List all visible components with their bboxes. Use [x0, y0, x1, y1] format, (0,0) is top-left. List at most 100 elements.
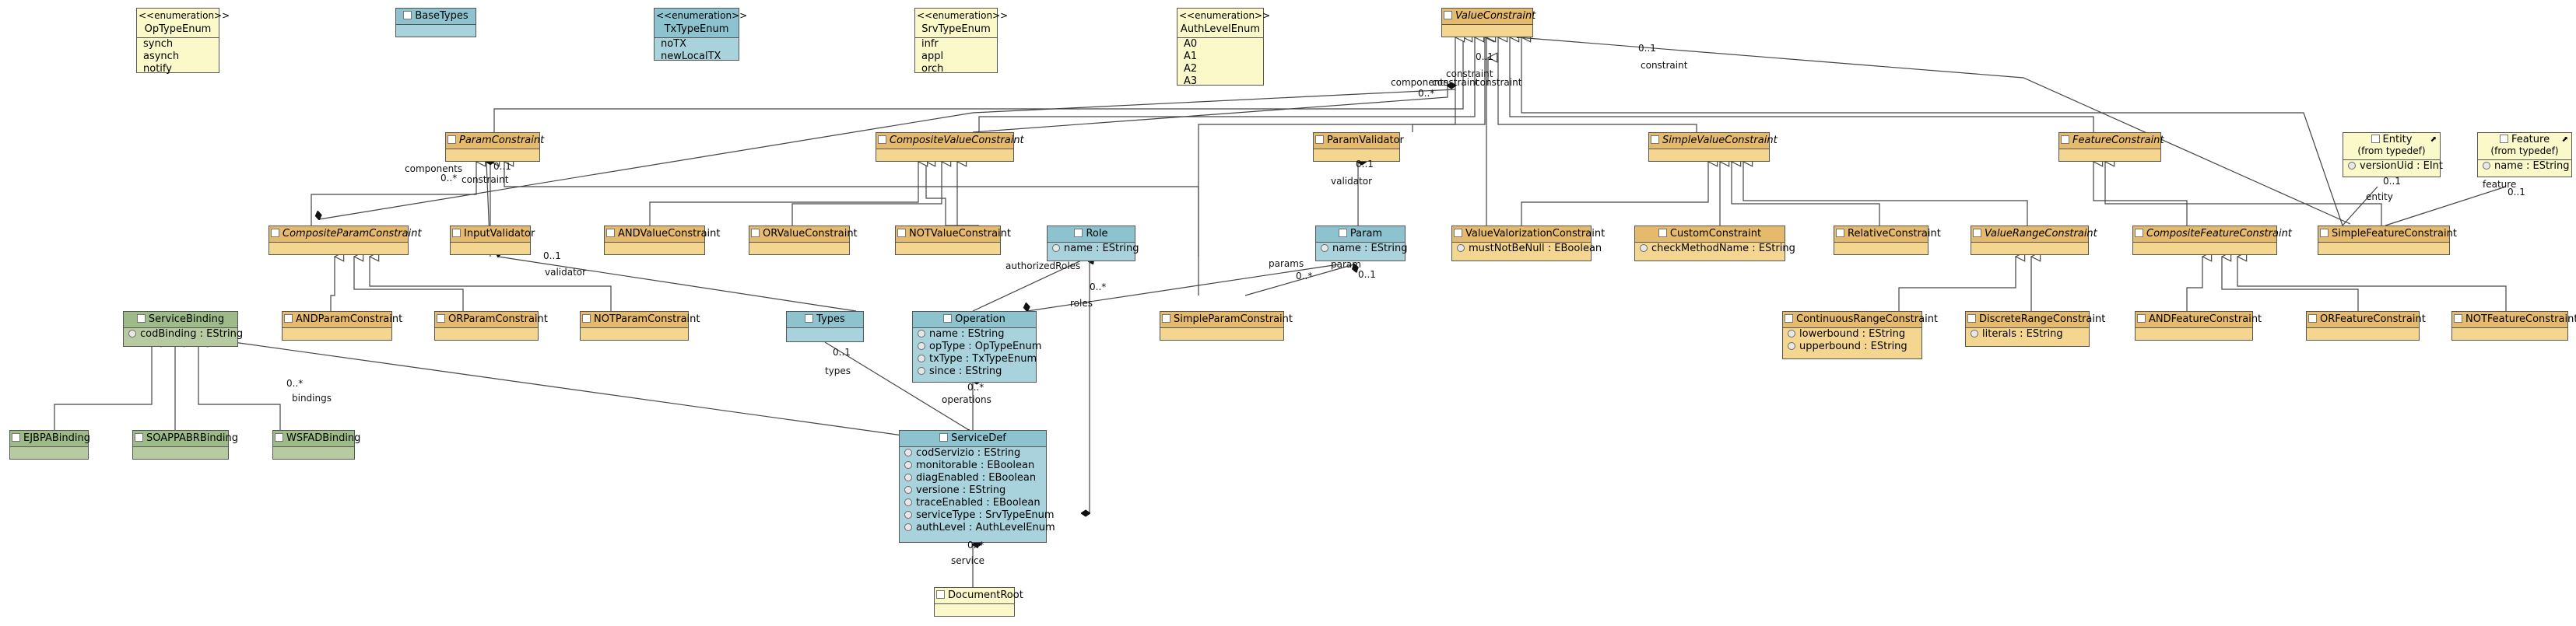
gen-line [1498, 37, 1697, 132]
class-attribute: name : EString [913, 328, 1036, 341]
class-attribute: lowerbound : EString [1783, 328, 1921, 341]
multiplicity-label: 0..* [1090, 282, 1107, 292]
assoc-line [319, 89, 1456, 219]
class-or-feature-constraint[interactable]: ORFeatureConstraint [2306, 311, 2426, 341]
class-types[interactable]: Types [786, 311, 864, 342]
attribute-visibility-icon [128, 330, 136, 337]
enum-name: SrvTypeEnum [915, 22, 997, 38]
class-composite-value-constraint[interactable]: CompositeValueConstraint [876, 132, 1024, 162]
enum-srv-type[interactable]: <<enumeration>> SrvTypeEnum infr appl or… [914, 8, 1008, 75]
role-label: params [1269, 258, 1304, 269]
enum-literal: orch [921, 63, 944, 75]
class-name: Types [816, 313, 845, 325]
class-document-root[interactable]: DocumentRoot [934, 587, 1023, 617]
enum-op-type[interactable]: <<enumeration>> OpTypeEnum synch asynch … [136, 8, 230, 75]
class-attribute: mustNotBeNull : EBoolean [1452, 243, 1602, 255]
role-label: constraint [1446, 68, 1493, 79]
attribute-visibility-icon [918, 342, 925, 350]
class-value-valorization-constraint[interactable]: ValueValorizationConstraint mustNotBeNul… [1451, 226, 1605, 261]
class-entity[interactable]: Entity⬈(from typedef) versionUid : EInt [2343, 132, 2443, 177]
class-continuous-range-constraint[interactable]: ContinuousRangeConstraint lowerbound : E… [1782, 311, 1938, 359]
class-value-range-constraint[interactable]: ValueRangeConstraint [1971, 226, 2097, 255]
class-param-validator[interactable]: ParamValidator [1313, 132, 1404, 162]
class-composite-param-constraint[interactable]: CompositeParamConstraint [268, 226, 422, 255]
class-name: FeatureConstraint [2072, 135, 2164, 146]
class-name: SimpleParamConstraint [1174, 313, 1293, 325]
class-icon [805, 314, 814, 323]
class-feature-constraint[interactable]: FeatureConstraint [2058, 132, 2164, 162]
class-param-constraint[interactable]: ParamConstraint [445, 132, 544, 162]
class-icon [1444, 11, 1452, 19]
class-base-types[interactable]: BaseTypes [395, 8, 476, 37]
class-relative-constraint[interactable]: RelativeConstraint [1834, 226, 1941, 255]
class-value-constraint[interactable]: ValueConstraint [1441, 8, 1535, 37]
enum-tx-type[interactable]: <<enumeration>> TxTypeEnum noTX newLocal… [654, 8, 747, 62]
class-wsfad-binding[interactable]: WSFADBinding [272, 430, 360, 460]
class-or-value-constraint[interactable]: ORValueConstraint [749, 226, 858, 255]
class-not-param-constraint[interactable]: NOTParamConstraint [580, 311, 700, 341]
class-name: ParamConstraint [459, 135, 545, 146]
gen-line [1743, 162, 2028, 226]
gen-line [370, 257, 612, 311]
enum-literal: infr [921, 38, 939, 50]
class-simple-param-constraint[interactable]: SimpleParamConstraint [1160, 311, 1293, 341]
class-and-value-constraint[interactable]: ANDValueConstraint [604, 226, 721, 255]
assoc-line [498, 257, 857, 312]
class-icon [1074, 229, 1083, 237]
class-discrete-range-constraint[interactable]: DiscreteRangeConstraint literals : EStri… [1965, 311, 2105, 347]
enum-literal: A2 [1184, 63, 1198, 75]
multiplicity-label: 0..1 [543, 250, 561, 261]
class-attribute: name : EString [1316, 243, 1408, 255]
class-not-feature-constraint[interactable]: NOTFeatureConstraint [2451, 311, 2576, 341]
enum-literal: asynch [143, 51, 180, 62]
class-and-feature-constraint[interactable]: ANDFeatureConstraint [2135, 311, 2262, 341]
attribute-visibility-icon [904, 511, 912, 519]
class-name: ServiceBinding [148, 313, 225, 325]
class-icon [751, 229, 760, 237]
class-icon [1967, 314, 1976, 323]
class-not-value-constraint[interactable]: NOTValueConstraint [895, 226, 1011, 255]
attribute-visibility-icon [904, 474, 912, 481]
class-icon [2135, 229, 2143, 237]
class-role[interactable]: Role name : EString [1047, 226, 1139, 261]
multiplicity-label: 0..1 [1356, 159, 1374, 170]
class-custom-constraint[interactable]: CustomConstraint checkMethodName : EStri… [1634, 226, 1795, 261]
multiplicity-label: 0..1 [493, 161, 511, 172]
enum-auth-level[interactable]: <<enumeration>> AuthLevelEnum A0 A1 A2 A… [1177, 8, 1271, 87]
attribute-visibility-icon [1788, 342, 1795, 350]
class-icon [136, 314, 146, 323]
class-soappabr-binding[interactable]: SOAPPABRBinding [132, 430, 238, 460]
class-service-def[interactable]: ServiceDef codServizio : EString monitor… [899, 430, 1055, 543]
class-simple-feature-constraint[interactable]: SimpleFeatureConstraint [2318, 226, 2457, 255]
attribute-visibility-icon [1321, 244, 1328, 252]
multiplicity-label: 0..* [967, 540, 984, 551]
multiplicity-label: 0..1 [1358, 269, 1376, 280]
class-composite-feature-constraint[interactable]: CompositeFeatureConstraint [2132, 226, 2292, 255]
class-or-param-constraint[interactable]: ORParamConstraint [434, 311, 548, 341]
enum-stereotype: <<enumeration>> [1179, 10, 1271, 21]
multiplicity-label: 0..1 [1638, 43, 1656, 54]
external-link-icon: ⬈ [2561, 135, 2568, 144]
class-operation[interactable]: Operation name : EString opType : OpType… [912, 311, 1041, 383]
class-service-binding[interactable]: ServiceBinding codBinding : EString [123, 311, 243, 347]
attribute-visibility-icon [1457, 244, 1465, 252]
class-icon [12, 433, 20, 442]
class-attribute: monitorable : EBoolean [900, 460, 1046, 472]
multiplicity-label: 0..* [967, 382, 984, 393]
class-attribute: diagEnabled : EBoolean [900, 472, 1046, 484]
gen-line [1510, 37, 2094, 132]
class-attribute: checkMethodName : EString [1635, 243, 1795, 255]
class-name: ValueRangeConstraint [1985, 228, 2097, 240]
class-ejbpa-binding[interactable]: EJBPABinding [9, 430, 90, 460]
class-param[interactable]: Param name : EString [1315, 226, 1408, 261]
class-attribute: versione : EString [900, 484, 1046, 497]
class-and-param-constraint[interactable]: ANDParamConstraint [282, 311, 402, 341]
class-name: ORParamConstraint [448, 313, 548, 325]
class-icon [1162, 314, 1170, 323]
class-simple-value-constraint[interactable]: SimpleValueConstraint [1648, 132, 1778, 162]
class-name: ParamValidator [1327, 135, 1404, 146]
class-icon [437, 314, 445, 323]
class-input-validator[interactable]: InputValidator [450, 226, 535, 255]
class-feature[interactable]: Feature⬈(from typedef) name : EString [2477, 132, 2572, 177]
gen-line [311, 162, 476, 226]
